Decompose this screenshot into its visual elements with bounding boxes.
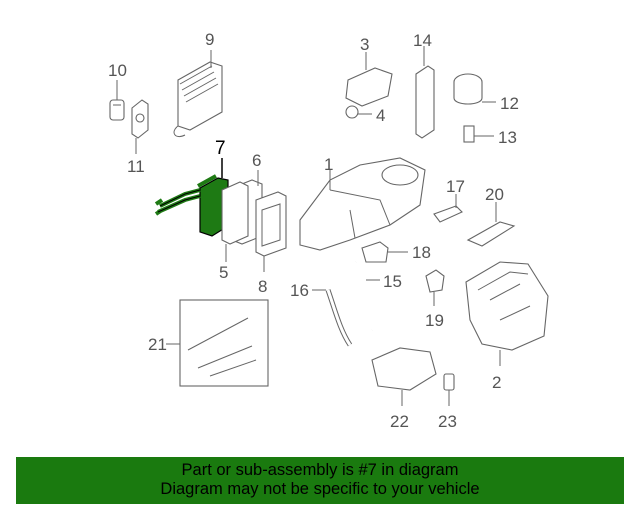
- callout-22[interactable]: 22: [390, 412, 409, 431]
- callout-2[interactable]: 2: [492, 373, 501, 392]
- callout-19[interactable]: 19: [425, 311, 444, 330]
- parts-diagram: 9 10 11 7 6 5 8 1: [108, 30, 549, 431]
- banner-line-2: Diagram may not be specific to your vehi…: [160, 480, 480, 498]
- callout-4[interactable]: 4: [376, 106, 385, 125]
- callout-6[interactable]: 6: [252, 151, 261, 170]
- part-2-housing[interactable]: [465, 261, 549, 351]
- part-3[interactable]: [345, 67, 393, 107]
- part-1-heater-case[interactable]: [299, 157, 426, 251]
- part-9-evaporator[interactable]: [173, 61, 223, 138]
- info-banner: Part or sub-assembly is #7 in diagram Di…: [16, 457, 624, 504]
- part-10[interactable]: [109, 99, 125, 121]
- part-12-blower-motor[interactable]: [453, 73, 483, 105]
- callout-14[interactable]: 14: [413, 31, 432, 50]
- part-22[interactable]: [371, 347, 437, 391]
- part-15-hose[interactable]: [353, 261, 375, 331]
- part-7-heater-core[interactable]: [154, 174, 229, 237]
- callout-20[interactable]: 20: [485, 185, 504, 204]
- callout-11[interactable]: 11: [127, 157, 145, 176]
- callout-15[interactable]: 15: [383, 272, 402, 291]
- callout-7[interactable]: 7: [215, 138, 226, 159]
- part-11[interactable]: [131, 99, 149, 139]
- callout-1[interactable]: 1: [324, 155, 333, 174]
- part-14[interactable]: [415, 65, 435, 139]
- part-13[interactable]: [463, 125, 475, 143]
- callout-21[interactable]: 21: [148, 335, 167, 354]
- part-21-kit[interactable]: [179, 299, 269, 387]
- callout-23[interactable]: 23: [438, 412, 457, 431]
- callout-8[interactable]: 8: [258, 277, 267, 296]
- part-23[interactable]: [443, 373, 455, 391]
- part-19[interactable]: [425, 269, 445, 293]
- part-8[interactable]: [255, 191, 287, 257]
- callout-10[interactable]: 10: [108, 61, 127, 80]
- callout-3[interactable]: 3: [360, 35, 369, 54]
- part-17[interactable]: [433, 205, 463, 223]
- callout-9[interactable]: 9: [205, 30, 214, 49]
- part-18[interactable]: [361, 241, 389, 263]
- part-20[interactable]: [466, 221, 516, 247]
- callout-17[interactable]: 17: [446, 177, 465, 196]
- banner-line-1: Part or sub-assembly is #7 in diagram: [181, 461, 459, 479]
- part-4[interactable]: [345, 105, 359, 119]
- callout-18[interactable]: 18: [412, 243, 431, 262]
- callout-5[interactable]: 5: [219, 263, 228, 282]
- part-16-hose[interactable]: [325, 289, 353, 347]
- callout-12[interactable]: 12: [500, 94, 519, 113]
- callout-13[interactable]: 13: [498, 128, 517, 147]
- part-5[interactable]: [221, 181, 249, 245]
- callout-16[interactable]: 16: [290, 281, 309, 300]
